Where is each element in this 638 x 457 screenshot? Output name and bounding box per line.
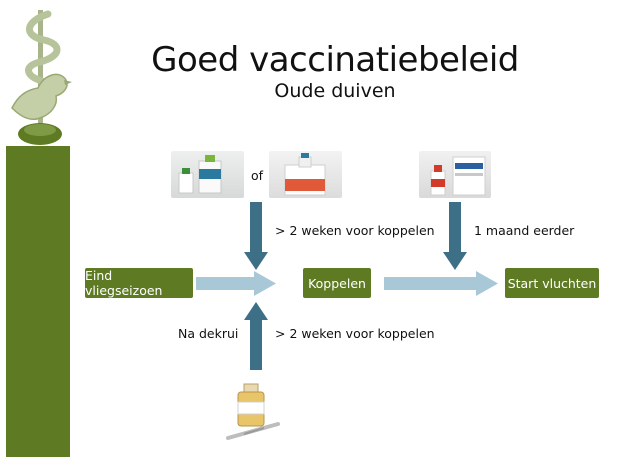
arrow-down-left [244,202,268,270]
arrow-koppelen-to-start [384,271,498,296]
arrow-down-right [443,202,467,270]
slide-title: Goed vaccinatiebeleid [151,40,519,80]
vaccine-box-photo [419,151,491,198]
label-or: of [251,168,264,183]
box-koppelen: Koppelen [303,268,371,298]
label-one-month-earlier: 1 maand eerder [474,223,575,238]
label-na-dekrui: Na dekrui [178,326,239,341]
box-eind-vliegseizoen: Eind vliegseizoen [85,268,193,298]
pigeon-staff-logo [11,10,72,145]
arrow-up-bottom [244,302,268,370]
vaccine-bottle-syringe-photo [224,376,282,444]
label-two-weeks-before-top: > 2 weken voor koppelen [275,223,435,238]
vaccine-vial-photo-2 [269,151,342,198]
arrow-eind-to-koppelen [196,271,276,296]
sidebar-green-band [6,146,70,457]
label-two-weeks-before-bottom: > 2 weken voor koppelen [275,326,435,341]
box-start-vluchten: Start vluchten [505,268,599,298]
vaccine-vial-photo-1 [171,151,244,198]
slide-subtitle: Oude duiven [274,80,396,102]
